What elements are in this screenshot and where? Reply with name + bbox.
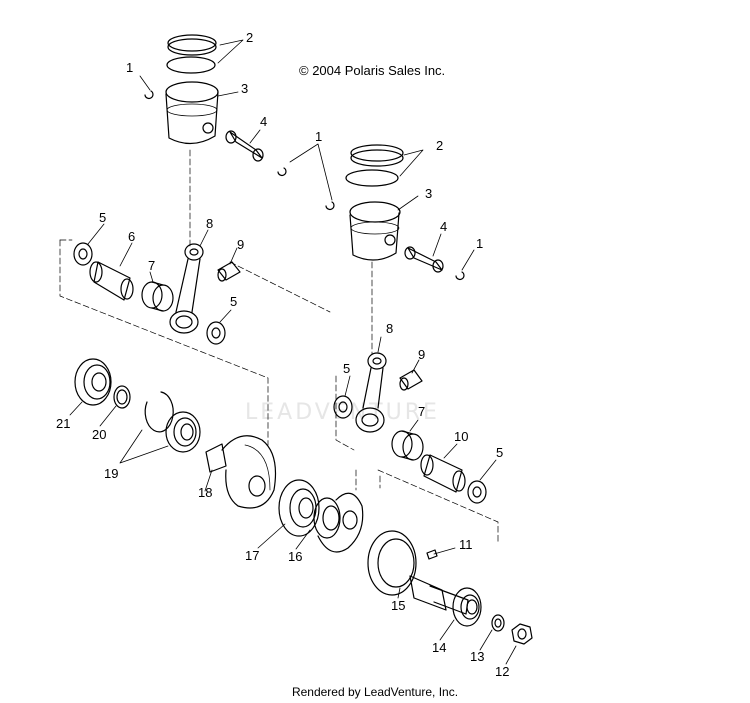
left-rod-washer-lower	[206, 321, 226, 345]
callout-8-right: 8	[386, 321, 393, 336]
left-needle-bearing-lower	[141, 281, 174, 312]
woodruff-key	[426, 549, 438, 560]
thrust-washer	[113, 385, 131, 409]
main-bearing-outer	[74, 358, 112, 406]
left-wrist-pin	[225, 130, 264, 162]
callout-19: 19	[104, 466, 118, 481]
crank-nut	[511, 623, 533, 645]
right-connecting-rod	[355, 352, 387, 433]
callout-9-right: 9	[418, 347, 425, 362]
alignment-lines	[59, 149, 499, 545]
right-main-bearing	[452, 587, 482, 627]
snap-ring	[144, 391, 174, 433]
callout-5-right-upper: 5	[343, 361, 350, 376]
callout-10: 10	[454, 429, 468, 444]
callout-3-left: 3	[241, 81, 248, 96]
callout-5-left-upper: 5	[99, 210, 106, 225]
right-rod-washer-upper	[333, 395, 353, 419]
callout-15: 15	[391, 598, 405, 613]
callout-6: 6	[128, 229, 135, 244]
right-needle-bearing-lower	[391, 430, 424, 461]
right-rod-washer-lower	[467, 480, 487, 504]
callout-1-middle: 1	[315, 129, 322, 144]
callout-3-right: 3	[425, 186, 432, 201]
right-wrist-pin	[404, 246, 444, 273]
callout-8-left: 8	[206, 216, 213, 231]
right-piston-rings	[345, 144, 404, 187]
center-crank-web	[317, 492, 364, 553]
right-crank-pin	[420, 454, 466, 493]
callout-14: 14	[432, 640, 446, 655]
copyright-notice: © 2004 Polaris Sales Inc.	[299, 63, 446, 78]
callout-21: 21	[56, 416, 70, 431]
callout-1-left-top: 1	[126, 60, 133, 75]
callout-12: 12	[495, 664, 509, 679]
left-connecting-rod	[169, 243, 204, 334]
callout-11: 11	[459, 537, 473, 552]
callout-9-left: 9	[237, 237, 244, 252]
callout-4-left: 4	[260, 114, 267, 129]
callout-5-right-lower: 5	[496, 445, 503, 460]
circlips	[144, 90, 465, 280]
crank-pin	[89, 261, 134, 301]
left-crank-half	[205, 435, 277, 509]
callout-16: 16	[288, 549, 302, 564]
right-piston	[349, 201, 401, 261]
rendered-by-credit: Rendered by LeadVenture, Inc.	[291, 685, 459, 699]
callout-2-right: 2	[436, 138, 443, 153]
crank-main-bearing	[165, 411, 201, 453]
left-rod-washer-upper	[73, 242, 93, 266]
center-seal	[278, 479, 320, 537]
left-needle-bearing-upper	[217, 261, 241, 282]
watermark: LEADVENTURE	[245, 400, 440, 425]
callout-7-left: 7	[148, 258, 155, 273]
callout-20: 20	[92, 427, 106, 442]
callout-2-left: 2	[246, 30, 253, 45]
left-piston-rings	[166, 34, 217, 74]
callout-1-right: 1	[476, 236, 483, 251]
callout-17: 17	[245, 548, 259, 563]
callout-4-right: 4	[440, 219, 447, 234]
left-piston	[165, 81, 219, 145]
leader-lines	[69, 39, 517, 665]
lock-washer	[491, 614, 505, 632]
center-labyrinth	[313, 497, 341, 539]
right-needle-bearing-upper	[399, 369, 423, 391]
right-crank-half	[367, 530, 469, 615]
callout-5-left-lower: 5	[230, 294, 237, 309]
callout-labels: 1 2 3 4 1 2 3 4 1 5 6 7 8 9 5 8 9 5 7 10…	[56, 30, 509, 679]
callout-7-right: 7	[418, 404, 425, 419]
callout-18: 18	[198, 485, 212, 500]
callout-13: 13	[470, 649, 484, 664]
